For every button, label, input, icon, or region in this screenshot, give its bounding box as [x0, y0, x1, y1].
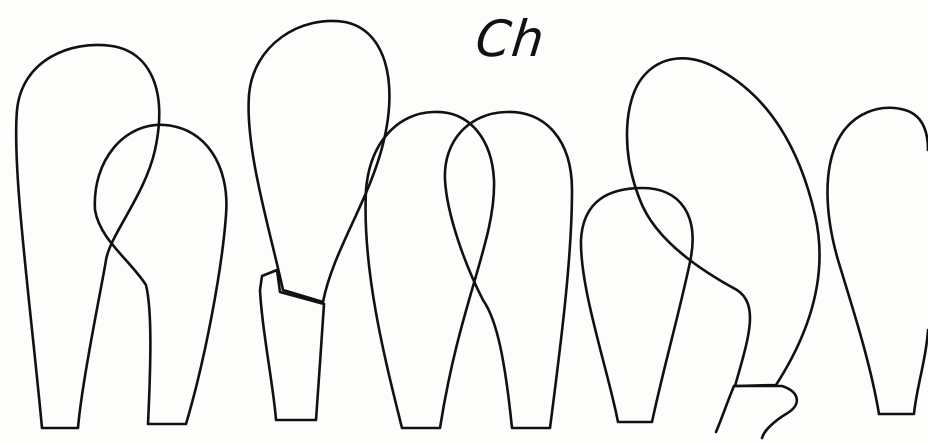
cell-d-foot [734, 386, 797, 438]
cell-d-small [581, 188, 693, 422]
cell-e [827, 108, 928, 414]
cell-d-large [627, 58, 819, 386]
cell-a-left [16, 45, 159, 428]
cell-c-left [366, 112, 495, 428]
cell-a-right [95, 125, 227, 424]
figure-label: Ch [473, 14, 547, 64]
cell-d-foot-strand [716, 386, 734, 432]
cell-c-right [445, 112, 572, 428]
